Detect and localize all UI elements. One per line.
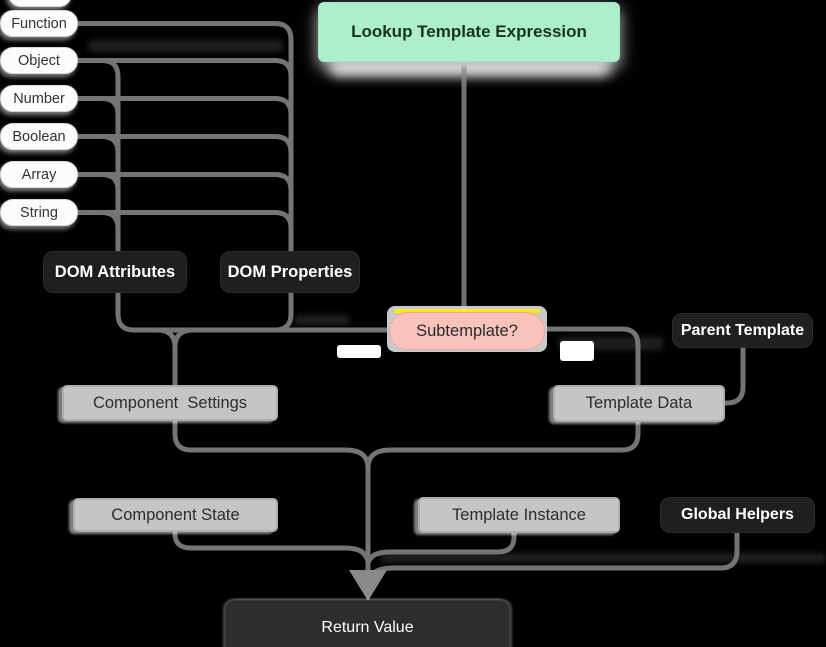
white-glow-artifact: [330, 62, 610, 76]
type-label: Object: [18, 52, 60, 69]
white-patch-artifact: [560, 341, 594, 361]
node-global-helpers: Global Helpers: [660, 497, 815, 533]
node-type-string: String: [0, 199, 78, 226]
node-label: Component State: [111, 505, 240, 524]
node-dom-attributes: DOM Attributes: [43, 251, 187, 293]
node-return-value: Return Value: [225, 600, 510, 647]
node-label: Subtemplate?: [416, 321, 518, 340]
node-type-function: Function: [0, 10, 78, 37]
type-label: Array: [21, 166, 57, 183]
node-type-object: Object: [0, 47, 78, 74]
node-label: Template Data: [585, 394, 693, 412]
node-label: Component Settings: [92, 393, 248, 412]
node-template-instance: Template Instance: [418, 497, 620, 533]
node-dom-properties: DOM Properties: [220, 251, 360, 293]
subtemplate-yellow-strip: [394, 309, 540, 313]
node-label: DOM Properties: [227, 262, 353, 281]
node-component-settings: Component Settings: [62, 385, 278, 421]
node-label: Template Instance: [452, 505, 586, 524]
node-type-array: Array: [0, 161, 78, 188]
type-label: Number: [13, 90, 65, 107]
shadow-artifact: [88, 40, 283, 52]
node-type-boolean: Boolean: [0, 123, 78, 150]
node-parent-template: Parent Template: [672, 313, 813, 348]
type-label: Boolean: [12, 128, 66, 145]
node-label: DOM Attributes: [54, 262, 176, 281]
node-type-number: Number: [0, 85, 78, 112]
node-label: Return Value: [321, 619, 414, 636]
node-subtemplate: Subtemplate?: [389, 312, 545, 350]
node-type-partial: [8, 0, 72, 7]
node-lookup-template-expression: Lookup Template Expression: [318, 2, 620, 62]
type-label: String: [20, 204, 58, 221]
type-label: Function: [11, 15, 67, 32]
shadow-artifact: [380, 553, 826, 563]
arrowhead-down: [349, 570, 387, 601]
node-template-data: Template Data: [553, 385, 725, 422]
white-patch-artifact: [337, 345, 381, 358]
node-component-state: Component State: [73, 498, 278, 532]
node-label: Lookup Template Expression: [351, 22, 587, 41]
node-label: Parent Template: [680, 321, 805, 339]
node-label: Global Helpers: [681, 506, 794, 523]
shadow-artifact: [295, 315, 350, 325]
